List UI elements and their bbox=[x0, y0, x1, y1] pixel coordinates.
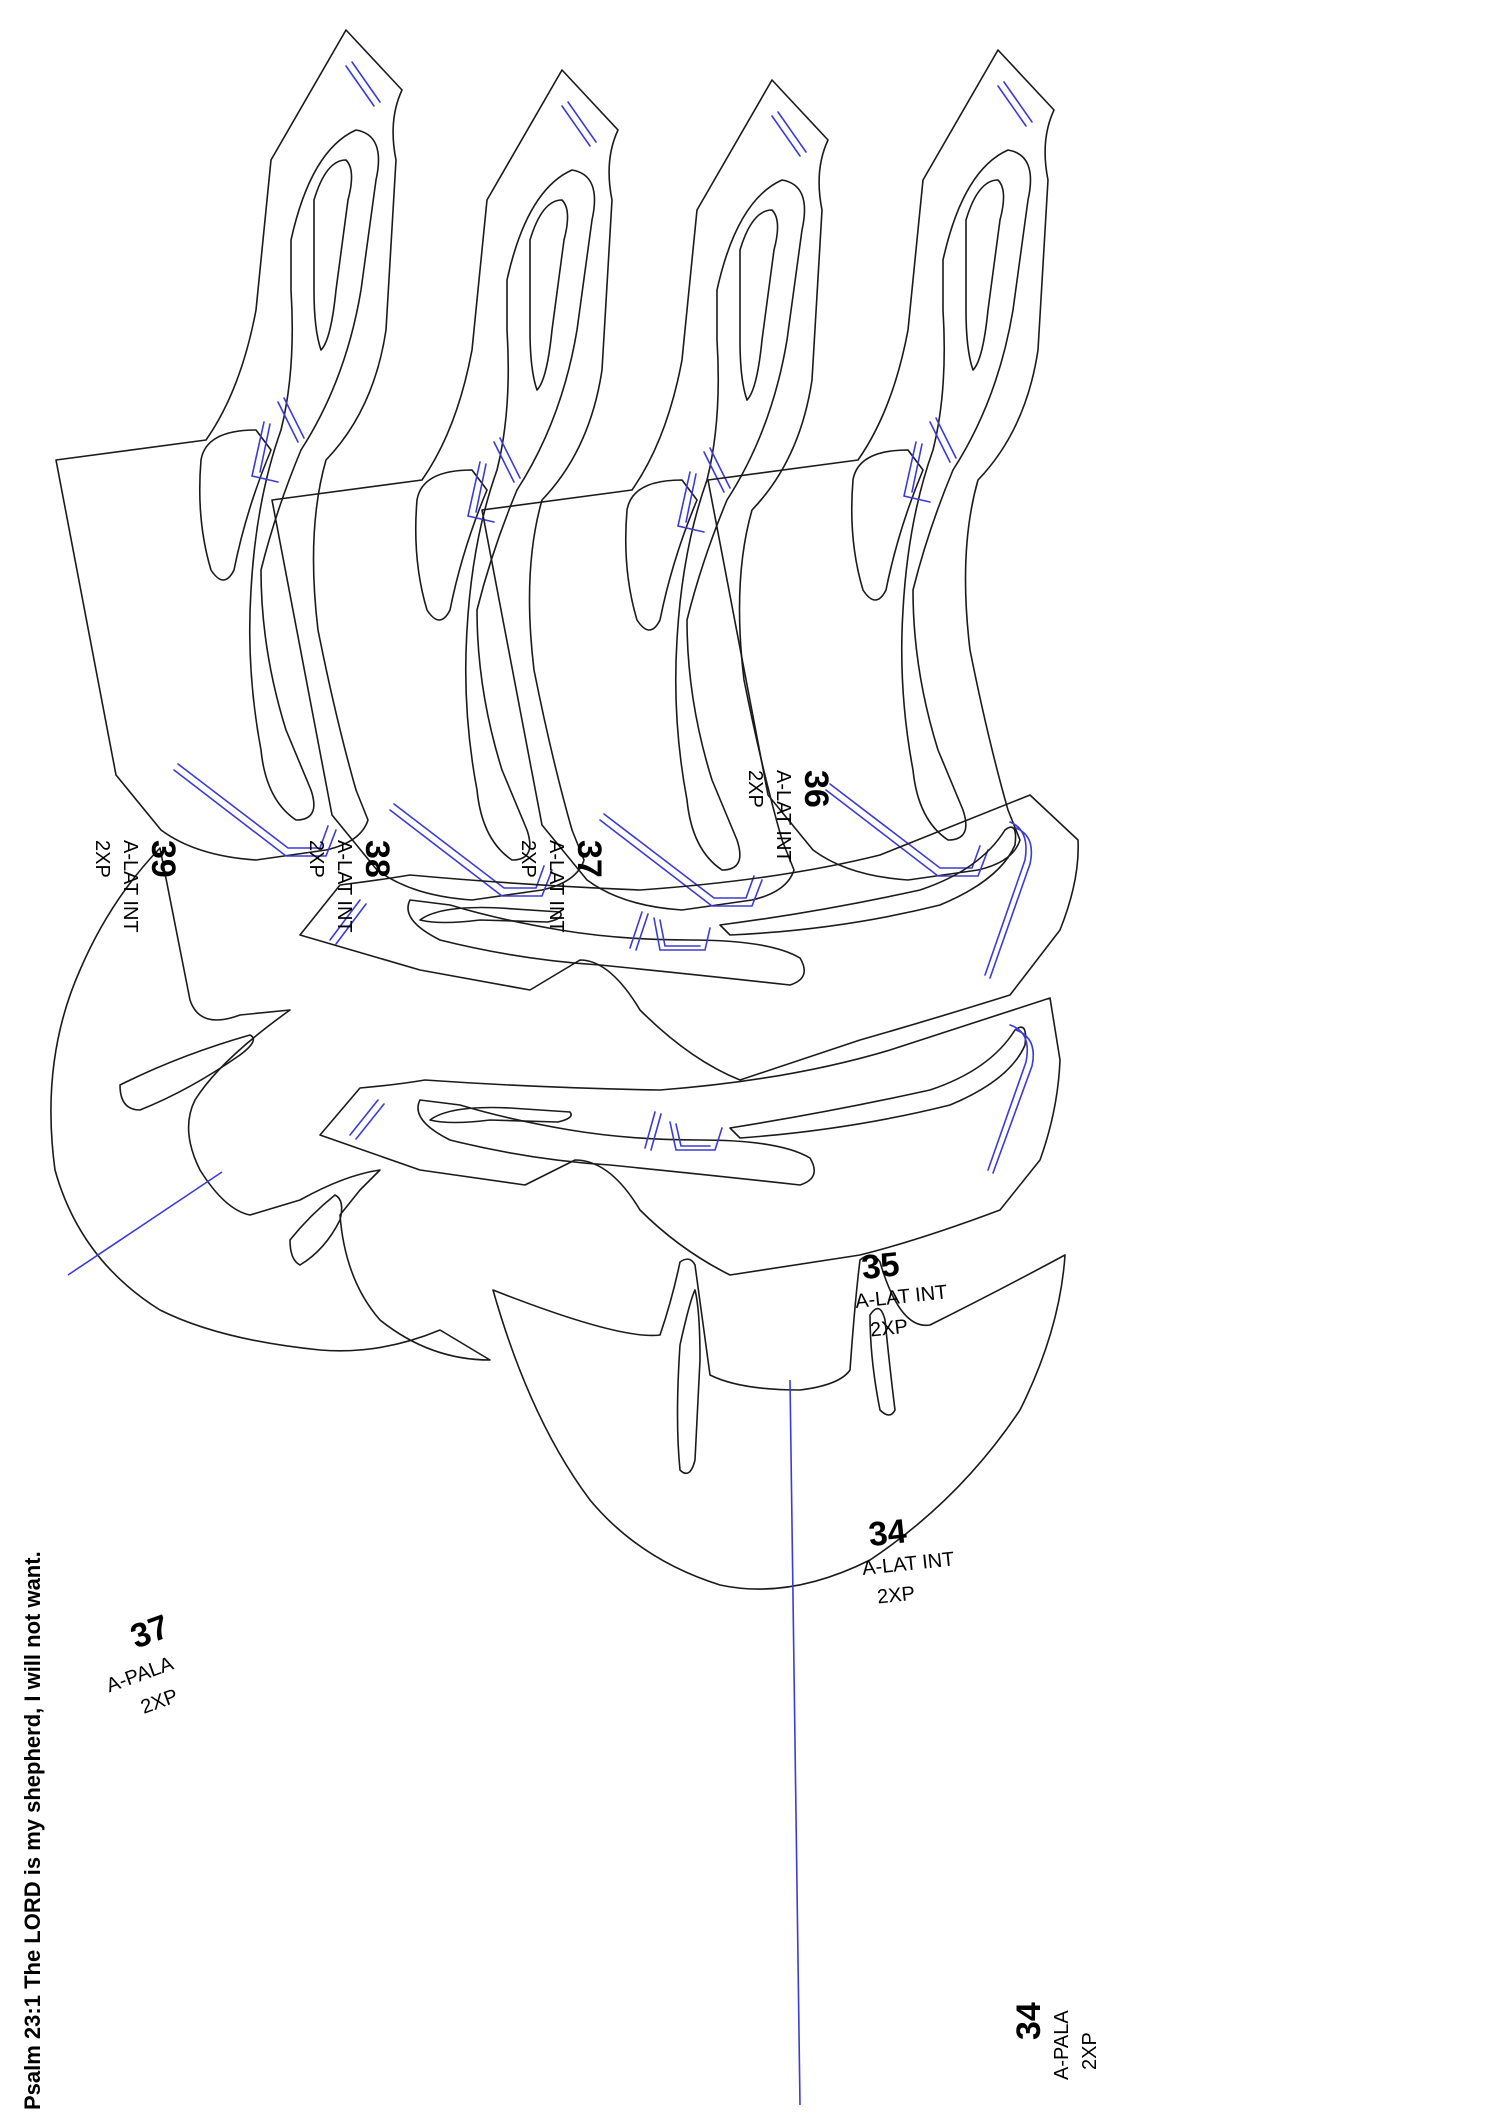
piece-number: 38 bbox=[358, 840, 396, 878]
piece-number: 37 bbox=[570, 840, 608, 878]
piece-number: 34 bbox=[1010, 2002, 1048, 2040]
piece-38-lat-int bbox=[271, 69, 619, 901]
piece-number: 39 bbox=[144, 840, 182, 878]
piece-qty: 2XP bbox=[869, 1316, 909, 1342]
label-35: 35 A-LAT INT 2XP bbox=[854, 1245, 948, 1342]
piece-qty: 2XP bbox=[305, 840, 327, 878]
piece-name: A-LAT INT bbox=[545, 840, 567, 933]
label-34-pala: 34 A-PALA 2XP bbox=[1010, 2002, 1101, 2080]
label-34: 34 A-LAT INT 2XP bbox=[861, 1512, 955, 1609]
piece-qty: 2XP bbox=[138, 1685, 181, 1719]
label-39: 39 A-LAT INT 2XP bbox=[91, 840, 182, 933]
piece-qty: 2XP bbox=[91, 840, 113, 878]
label-37: 37 A-LAT INT 2XP bbox=[517, 840, 608, 933]
piece-qty: 2XP bbox=[517, 840, 539, 878]
piece-number: 37 bbox=[126, 1608, 175, 1657]
piece-name: A-LAT INT bbox=[333, 840, 355, 933]
piece-35-lat-int bbox=[299, 794, 1079, 1081]
piece-name: A-LAT INT bbox=[772, 770, 794, 863]
piece-34-pala bbox=[492, 1254, 1066, 2106]
piece-qty: 2XP bbox=[1079, 2032, 1101, 2070]
piece-number: 35 bbox=[860, 1245, 902, 1287]
piece-34-lat-int bbox=[319, 997, 1061, 1276]
label-36: 36 A-LAT INT 2XP bbox=[744, 770, 835, 863]
label-38: 38 A-LAT INT 2XP bbox=[305, 840, 396, 933]
piece-37-pala bbox=[50, 847, 491, 1361]
piece-name: A-PALA bbox=[1051, 2010, 1073, 2080]
piece-number: 34 bbox=[867, 1512, 909, 1554]
piece-36-lat-int bbox=[707, 49, 1055, 881]
piece-number: 36 bbox=[797, 770, 835, 808]
label-37-pala: 37 A-PALA 2XP bbox=[103, 1608, 181, 1719]
piece-qty: 2XP bbox=[876, 1583, 916, 1609]
piece-name: A-LAT INT bbox=[119, 840, 141, 933]
piece-qty: 2XP bbox=[744, 770, 766, 808]
piece-39-lat-int bbox=[55, 29, 403, 861]
